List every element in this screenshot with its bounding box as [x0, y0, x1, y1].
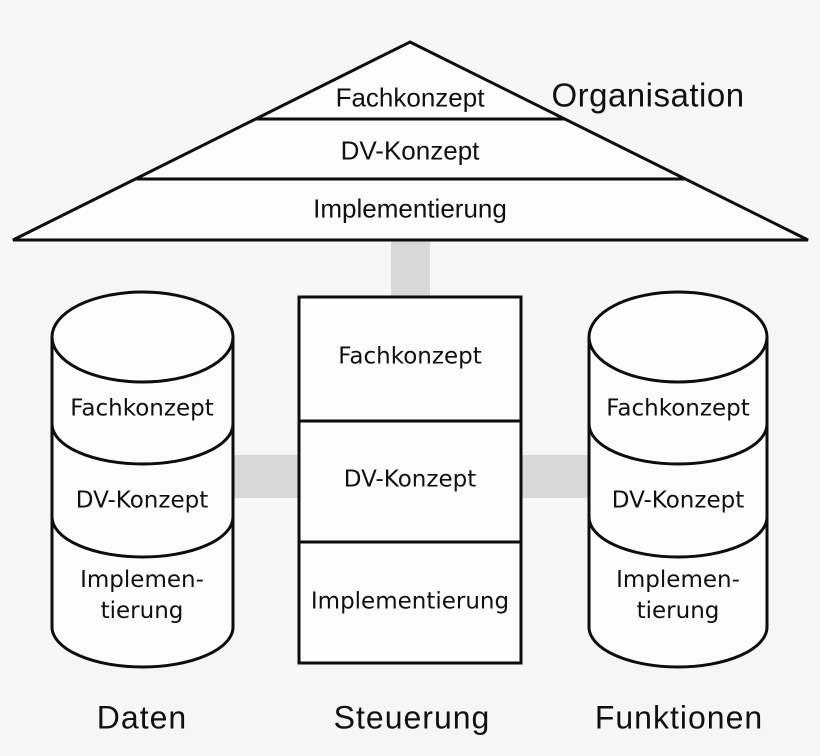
steuerung-layer-dv-konzept: DV-Konzept	[343, 466, 477, 493]
pyramid-layer-dv-konzept: DV-Konzept	[340, 135, 480, 166]
steuerung-box	[297, 295, 523, 665]
daten-layer-fachkonzept: Fachkonzept	[70, 395, 214, 422]
funktionen-layer-fachkonzept: Fachkonzept	[606, 395, 750, 422]
connector-daten-steuerung	[228, 455, 300, 498]
organisation-label: Organisation	[551, 76, 745, 114]
pyramid-layer-fachkonzept: Fachkonzept	[335, 82, 485, 113]
connector-organisation-steuerung	[391, 238, 430, 299]
daten-cylinder-divider-1	[50, 423, 235, 466]
daten-layer-dv-konzept: DV-Konzept	[75, 487, 209, 514]
daten-cylinder	[50, 290, 235, 669]
organisation-pyramid	[12, 40, 809, 242]
funktionen-layer-dv-konzept: DV-Konzept	[611, 487, 745, 514]
daten-cylinder-top-ellipse	[50, 336, 235, 384]
steuerung-layer-implementierung: Implementierung	[310, 588, 510, 615]
daten-layer-implementierung: Implemen- tierung	[80, 566, 204, 624]
pyramid-layer-implementierung: Implementierung	[313, 193, 507, 224]
column-title-daten: Daten	[96, 699, 188, 736]
column-title-funktionen: Funktionen	[594, 699, 764, 736]
daten-cylinder-divider-2	[50, 516, 235, 559]
connector-steuerung-funktionen	[519, 455, 591, 498]
column-title-steuerung: Steuerung	[333, 699, 491, 736]
funktionen-cylinder	[587, 290, 769, 669]
funktionen-cylinder-divider-1	[587, 423, 769, 466]
funktionen-layer-implementierung: Implemen- tierung	[616, 566, 740, 624]
steuerung-layer-fachkonzept: Fachkonzept	[338, 343, 482, 370]
funktionen-cylinder-top-ellipse	[587, 336, 769, 384]
funktionen-cylinder-divider-2	[587, 516, 769, 559]
